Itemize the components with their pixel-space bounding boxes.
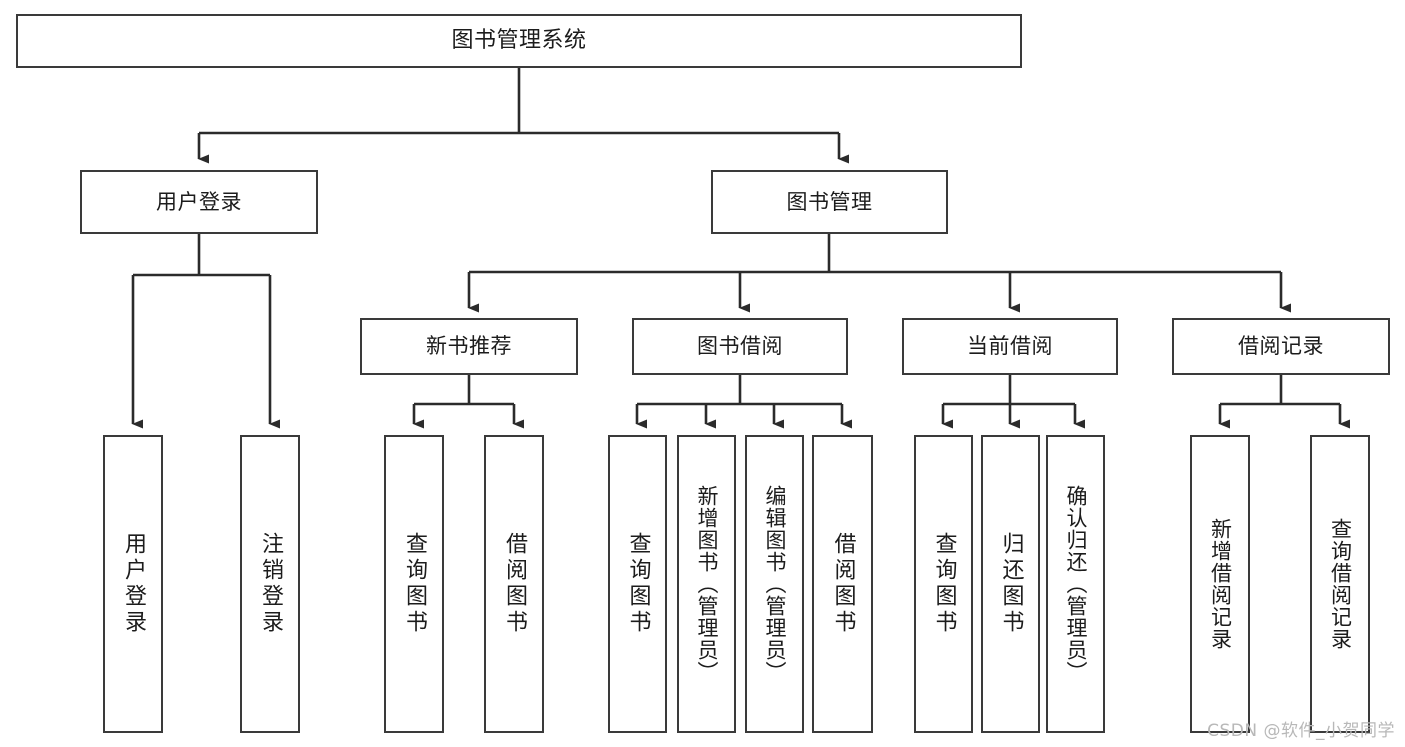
node-label: 归还图书 bbox=[998, 532, 1024, 636]
node-book-borrow[interactable]: 图书借阅 bbox=[632, 318, 848, 375]
leaf-current-confirm-return-admin[interactable]: 确认归还（管理员） bbox=[1046, 435, 1105, 733]
node-label: 借阅图书 bbox=[502, 532, 527, 636]
node-current-borrow[interactable]: 当前借阅 bbox=[902, 318, 1118, 375]
node-label: 查询图书 bbox=[625, 532, 651, 636]
node-label: 用户登录 bbox=[156, 189, 242, 214]
node-label: 借阅记录 bbox=[1238, 334, 1324, 359]
node-label: 借阅图书 bbox=[830, 532, 856, 636]
leaf-recommend-query-book[interactable]: 查询图书 bbox=[384, 435, 444, 733]
leaf-current-query-book[interactable]: 查询图书 bbox=[914, 435, 973, 733]
node-label: 图书管理 bbox=[786, 189, 873, 214]
leaf-record-query-record[interactable]: 查询借阅记录 bbox=[1310, 435, 1370, 733]
node-label: 注销登录 bbox=[258, 532, 283, 636]
watermark: CSDN @软件_小贺同学 bbox=[1207, 721, 1395, 741]
node-label: 查询借阅记录 bbox=[1328, 518, 1353, 650]
node-label: 用户登录 bbox=[121, 532, 146, 636]
leaf-record-add-record[interactable]: 新增借阅记录 bbox=[1190, 435, 1250, 733]
node-borrow-record[interactable]: 借阅记录 bbox=[1172, 318, 1390, 375]
node-label: 新书推荐 bbox=[426, 334, 512, 359]
node-label: 查询图书 bbox=[931, 532, 957, 636]
leaf-user-login-login[interactable]: 用户登录 bbox=[103, 435, 163, 733]
leaf-borrow-edit-book-admin[interactable]: 编辑图书（管理员） bbox=[745, 435, 804, 733]
node-label: 编辑图书（管理员） bbox=[763, 485, 787, 683]
node-label: 确认归还（管理员） bbox=[1064, 485, 1088, 683]
node-label: 图书管理系统 bbox=[451, 28, 587, 54]
node-label: 图书借阅 bbox=[697, 334, 783, 359]
node-label: 当前借阅 bbox=[967, 334, 1053, 359]
node-label: 查询图书 bbox=[402, 532, 427, 636]
leaf-borrow-add-book-admin[interactable]: 新增图书（管理员） bbox=[677, 435, 736, 733]
node-label: 新增图书（管理员） bbox=[695, 485, 719, 683]
node-book-management[interactable]: 图书管理 bbox=[711, 170, 948, 234]
node-root-system[interactable]: 图书管理系统 bbox=[16, 14, 1022, 68]
node-user-login[interactable]: 用户登录 bbox=[80, 170, 318, 234]
node-new-book-recommend[interactable]: 新书推荐 bbox=[360, 318, 578, 375]
leaf-borrow-query-book[interactable]: 查询图书 bbox=[608, 435, 667, 733]
node-label: 新增借阅记录 bbox=[1208, 518, 1233, 650]
leaf-user-login-logout[interactable]: 注销登录 bbox=[240, 435, 300, 733]
leaf-recommend-borrow-book[interactable]: 借阅图书 bbox=[484, 435, 544, 733]
leaf-borrow-borrow-book[interactable]: 借阅图书 bbox=[812, 435, 873, 733]
leaf-current-return-book[interactable]: 归还图书 bbox=[981, 435, 1040, 733]
